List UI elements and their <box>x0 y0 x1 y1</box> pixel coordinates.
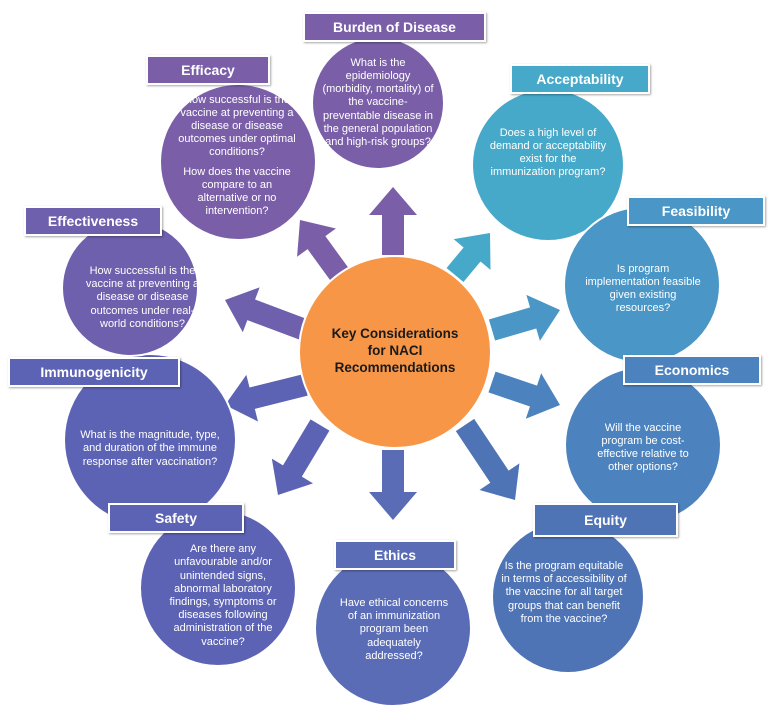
question-effectiveness: How successful is the vaccine at prevent… <box>85 258 200 338</box>
question-feasibility: Is program implementation feasible given… <box>583 250 703 328</box>
question-economics: Will the vaccine program be cost-effecti… <box>587 412 699 484</box>
center-title-line-2: for NACI <box>367 342 423 358</box>
question-efficacy: How successful is the vaccine at prevent… <box>178 90 296 222</box>
question-equity-para: Is the program equitable in terms of acc… <box>501 559 627 625</box>
question-burden-para: What is the epidemiology (morbidity, mor… <box>322 56 434 148</box>
arrow-efficacy <box>297 220 349 282</box>
question-acceptability-para: Does a high level of demand or acceptabi… <box>489 126 607 179</box>
question-ethics-para: Have ethical concerns of an immunization… <box>339 596 449 662</box>
arrow-ethics <box>369 450 417 520</box>
question-acceptability: Does a high level of demand or acceptabi… <box>488 115 608 191</box>
question-burden: What is the epidemiology (morbidity, mor… <box>322 48 434 158</box>
question-feasibility-para: Is program implementation feasible given… <box>585 262 701 315</box>
arrow-acceptability <box>446 233 491 283</box>
question-economics-para: Will the vaccine program be cost-effecti… <box>597 421 689 474</box>
question-ethics: Have ethical concerns of an immunization… <box>338 585 450 675</box>
question-safety: Are there any unfavourable and/or uninte… <box>163 540 283 652</box>
question-equity: Is the program equitable in terms of acc… <box>500 540 628 646</box>
question-effectiveness-para: How successful is the vaccine at prevent… <box>85 264 200 330</box>
label-feasibility: Feasibility <box>627 196 765 226</box>
arrow-economics <box>488 371 560 419</box>
arrow-feasibility <box>488 294 560 341</box>
arrow-effectiveness <box>225 287 309 341</box>
label-effectiveness: Effectiveness <box>24 206 162 236</box>
label-immunogenicity: Immunogenicity <box>8 357 180 387</box>
arrow-equity <box>455 418 520 500</box>
question-immunogenicity: What is the magnitude, type, and duratio… <box>80 405 220 493</box>
label-ethics: Ethics <box>334 540 456 570</box>
label-efficacy: Efficacy <box>146 55 270 85</box>
question-efficacy-para: How does the vaccine compare to an alter… <box>183 165 291 218</box>
label-economics: Economics <box>623 355 761 385</box>
arrow-safety <box>271 419 330 495</box>
question-immunogenicity-para: What is the magnitude, type, and duratio… <box>80 429 220 468</box>
center-title-line-1: Key Considerations <box>331 325 459 341</box>
label-acceptability: Acceptability <box>510 64 650 94</box>
question-efficacy-para: How successful is the vaccine at prevent… <box>178 93 296 159</box>
center-circle <box>298 255 492 449</box>
question-safety-para: Are there any unfavourable and/or uninte… <box>169 543 277 648</box>
arrow-burden <box>369 187 417 255</box>
label-burden: Burden of Disease <box>303 12 486 42</box>
label-safety: Safety <box>108 503 244 533</box>
center-title-line-3: Recommendations <box>334 359 456 375</box>
arrow-immunogenicity <box>225 374 308 422</box>
label-equity: Equity <box>533 503 678 537</box>
center-title: Key Considerations for NACI Recommendati… <box>305 310 485 390</box>
